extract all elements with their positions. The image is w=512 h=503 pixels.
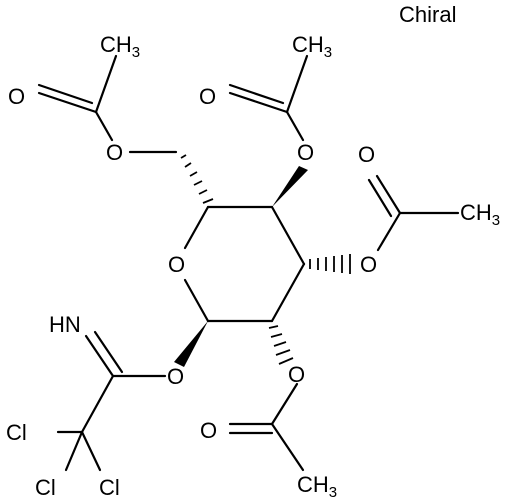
bond-carbonyl-double-a — [37, 91, 98, 114]
atom-chlorine-3: Cl — [99, 475, 120, 500]
bond-imidate-ccl3 — [80, 374, 115, 434]
methyl-group-1: CH3 — [100, 32, 140, 61]
bond-carbonyl-double-2b — [228, 83, 285, 105]
atom-carbonyl-oxygen-4: O — [200, 418, 217, 443]
bond-c-cl3 — [80, 430, 102, 472]
bond-carbonyl-methyl-4 — [270, 422, 305, 472]
atom-carbonyl-oxygen-2: O — [199, 84, 216, 109]
bond-ring-c1-o — [183, 278, 210, 323]
methyl-group-4: CH3 — [297, 472, 337, 501]
atom-ring-oxygen: O — [168, 252, 185, 277]
atom-link-oxygen-c3: O — [360, 252, 377, 277]
atom-link-oxygen-c2: O — [288, 362, 305, 387]
atom-chlorine-2: Cl — [35, 475, 56, 500]
bond-imine-double-a — [84, 334, 115, 378]
atom-chlorine-1: Cl — [6, 420, 27, 445]
bond-carbonyl-double-3b — [367, 178, 393, 218]
hash-c3-o — [309, 254, 351, 274]
wedge-c4-o — [272, 166, 308, 207]
bond-carbonyl-double-b — [37, 83, 94, 105]
wedge-c1-o — [174, 321, 208, 367]
bond-imine-double-b — [93, 330, 124, 374]
bond-o-carbonyl-c-4 — [270, 382, 299, 426]
hash-c2-o — [268, 325, 294, 365]
bond-o-carbonyl-c-3 — [376, 211, 402, 252]
bond-c-cl2 — [64, 430, 84, 472]
chiral-label: Chiral — [399, 2, 456, 27]
atom-imine-nh: HN — [49, 312, 81, 337]
hash-c5-c6 — [180, 154, 214, 204]
atom-link-oxygen-c4: O — [297, 140, 314, 165]
bond-ring-c3-c2 — [270, 262, 306, 323]
bond-o-carbonyl-c-2 — [285, 110, 305, 142]
bond-carbonyl-double-3a — [375, 174, 402, 215]
bond-ring-c4-c3 — [270, 205, 306, 266]
atom-carbonyl-oxygen-1: O — [8, 84, 25, 109]
bond-carbonyl-methyl — [94, 54, 118, 114]
bond-carbonyl-methyl-2 — [285, 54, 309, 114]
atom-carbonyl-oxygen-3: O — [358, 142, 375, 167]
bond-o-carbonyl-c — [94, 110, 114, 142]
methyl-group-3: CH3 — [460, 200, 500, 229]
bond-ring-o-c5 — [183, 205, 210, 250]
methyl-group-2: CH3 — [292, 32, 332, 61]
atom-link-oxygen-c6: O — [106, 140, 123, 165]
bond-carbonyl-double-2a — [228, 91, 289, 114]
atom-link-oxygen-c1: O — [167, 364, 184, 389]
